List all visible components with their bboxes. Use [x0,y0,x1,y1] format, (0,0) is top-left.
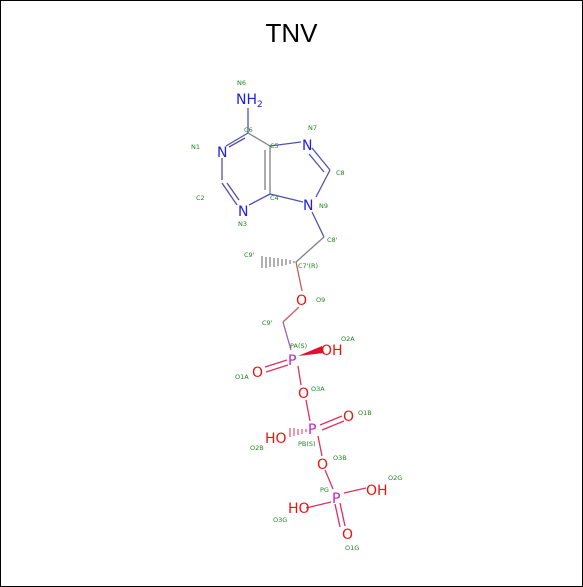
atom-o3b: O [317,457,328,473]
bond-c5-n7 [269,141,302,147]
label-o2a: O2A [341,335,355,343]
label-c9p-methyl: C9' [244,251,255,259]
bond-pg-o1g [339,502,346,527]
atoms: NH2 N N N N O P OH O O P O HO O P OH HO … [217,92,388,543]
bond-c5-c6 [247,132,271,147]
bond-o9-c9p [282,306,300,323]
label-o3a: O3A [311,385,325,393]
atom-o1b: O [343,409,354,425]
atom-o3g: HO [288,501,310,517]
atom-nh2: NH2 [236,92,263,110]
label-o1g: O1G [345,544,359,552]
label-o3g: O3G [273,516,287,524]
bond-c2-n3-double [226,182,240,201]
bond-c6-n1 [225,132,249,147]
bond-c8-n9 [315,169,331,198]
bond-pb-o1b-double [321,420,345,431]
bond-c9p-pa [282,321,292,351]
bond-n9-c8p [311,211,325,238]
bond-pg-o1g-double [334,503,341,528]
hashed-bond-c7p-methyl [261,256,295,268]
bond-n3-c4 [248,193,271,206]
bonds [221,108,367,528]
label-pg: PG [320,486,329,494]
atom-o2a: OH [321,343,343,359]
bond-n9-c4 [269,193,304,203]
atom-annotations: N6 C6 N7 N1 C5 C8 C2 C4 N9 N3 C8' C9' C7… [191,79,402,552]
atom-o1g: O [342,527,353,543]
atom-o2b: HO [265,431,287,447]
atom-o3a: O [298,386,309,402]
atom-n9: N [303,198,313,214]
atom-n7: N [302,138,312,154]
label-o1a: O1A [235,373,249,381]
atom-pg: P [332,491,340,507]
label-c8: C8 [336,169,345,177]
label-c4: C4 [270,194,279,202]
atom-o2g: OH [366,483,388,499]
label-o1b: O1B [358,409,372,417]
label-c7p: C7'(R) [298,262,318,270]
bond-c7p-o9 [295,261,303,292]
bond-pg-o2g [343,487,367,494]
bond-pg-o3g [305,501,332,509]
bond-pb-o3b [317,435,323,457]
label-c5: C5 [270,142,279,150]
label-o2g: O2G [388,474,402,482]
label-c9p: C9' [262,319,273,327]
atom-n1: N [217,145,227,161]
bond-pa-o1a [264,359,288,368]
label-c2: C2 [196,194,205,202]
label-c6: C6 [244,126,253,134]
label-pb: PB(S) [298,440,316,448]
bond-pa-o3a [297,365,302,386]
label-n7: N7 [308,124,317,132]
label-n3: N3 [238,220,247,228]
bond-c6-n1-double [228,137,246,148]
bond-o3a-pb [305,399,311,422]
label-n6: N6 [237,79,246,87]
bond-c2-n3 [221,182,238,206]
wedge-bond-pa-o2a [298,346,324,356]
label-o2b: O2B [250,444,264,452]
label-o3b: O3B [333,454,347,462]
bond-c8p-c7p [295,236,325,263]
label-n9: N9 [319,202,328,210]
bond-o3b-pg [324,469,334,490]
atom-n3: N [238,204,248,220]
bond-n7-c8-double [308,153,325,173]
bond-pa-o1a-double [265,364,289,373]
bond-pb-o1b [319,415,343,426]
label-pa: PA(S) [290,342,307,350]
atom-o1a: O [252,365,263,381]
atom-pa: P [288,353,296,369]
atom-pb: P [308,422,316,438]
atom-o9: O [296,293,307,309]
bond-n7-c8 [311,147,331,171]
label-o9: O9 [316,296,325,304]
molecule-title: TNV [265,18,318,48]
hashed-bond-pb-o2b [289,428,307,437]
label-c8p: C8' [327,236,338,244]
label-n1: N1 [191,143,200,151]
